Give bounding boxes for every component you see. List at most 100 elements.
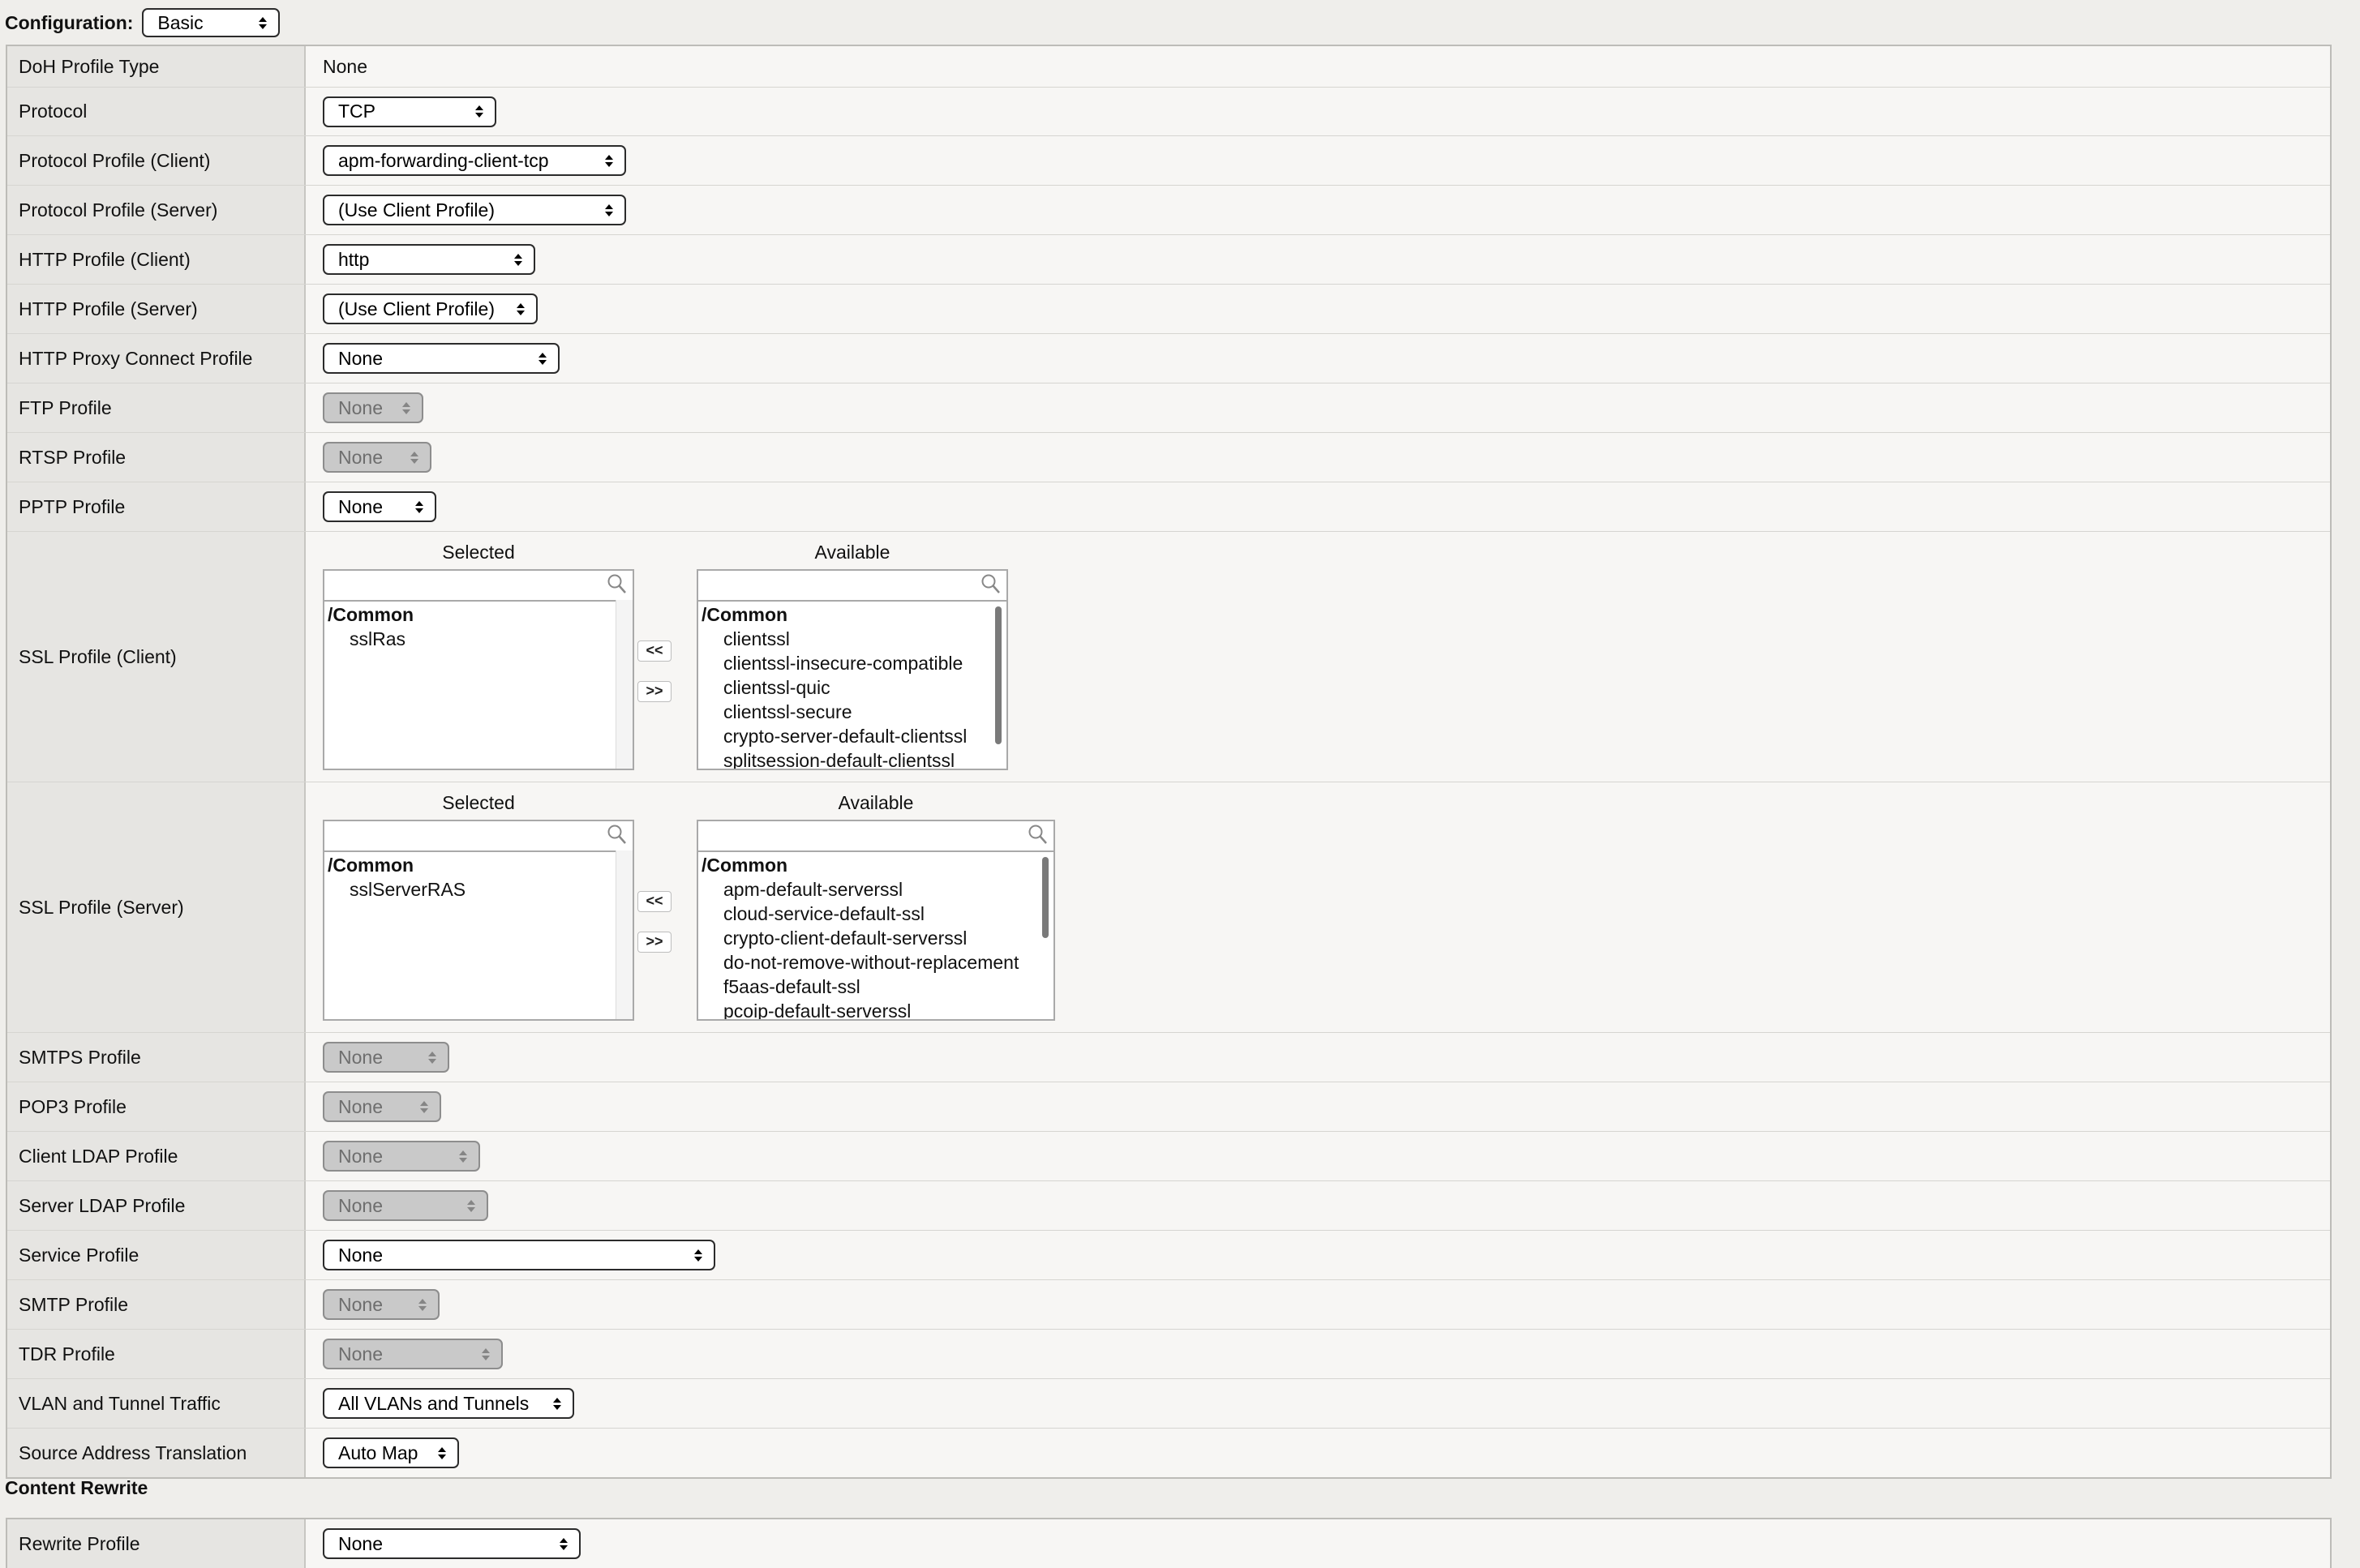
label-rewrite-profile: Rewrite Profile bbox=[7, 1519, 306, 1568]
list-item[interactable]: apm-default-serverssl bbox=[723, 879, 903, 900]
search-icon bbox=[1028, 825, 1047, 844]
label-http-profile-server: HTTP Profile (Server) bbox=[7, 285, 306, 333]
label-protocol-profile-server: Protocol Profile (Server) bbox=[7, 186, 306, 234]
content-rewrite-title: Content Rewrite bbox=[5, 1477, 148, 1498]
select-arrows-icon bbox=[467, 1199, 475, 1212]
ssl-server-selected-list: /Common sslServerRAS bbox=[324, 850, 633, 1019]
label-pop3-profile: POP3 Profile bbox=[7, 1082, 306, 1131]
ssl-server-available-title: Available bbox=[838, 792, 914, 813]
list-item[interactable]: sslRas bbox=[350, 628, 406, 649]
move-right-button[interactable]: >> bbox=[637, 932, 672, 953]
select-arrows-icon bbox=[259, 16, 268, 29]
ssl-client-available-search-input[interactable] bbox=[698, 571, 1006, 602]
row-client-ldap-profile: Client LDAP Profile None bbox=[7, 1132, 2330, 1181]
ssl-server-selected-title: Selected bbox=[442, 792, 515, 813]
vlan-tunnel-traffic-select[interactable]: All VLANs and Tunnels bbox=[323, 1388, 574, 1419]
source-address-translation-select[interactable]: Auto Map bbox=[323, 1437, 459, 1468]
row-ssl-profile-server: SSL Profile (Server) Selected /Common ss… bbox=[7, 782, 2330, 1033]
http-profile-server-select[interactable]: (Use Client Profile) bbox=[323, 293, 538, 324]
select-arrows-icon bbox=[482, 1347, 490, 1360]
rewrite-profile-select[interactable]: None bbox=[323, 1528, 581, 1559]
row-rewrite-profile: Rewrite Profile None bbox=[7, 1519, 2330, 1568]
list-group: /Common bbox=[328, 855, 414, 876]
scrollbar-thumb[interactable] bbox=[1042, 857, 1049, 938]
select-arrows-icon bbox=[438, 1446, 446, 1459]
list-group: /Common bbox=[702, 604, 788, 625]
select-arrows-icon bbox=[420, 1100, 428, 1113]
scrollbar-thumb[interactable] bbox=[995, 606, 1002, 744]
label-protocol: Protocol bbox=[7, 88, 306, 135]
move-right-button[interactable]: >> bbox=[637, 681, 672, 702]
smtp-profile-select: None bbox=[323, 1289, 440, 1320]
label-vlan-tunnel-traffic: VLAN and Tunnel Traffic bbox=[7, 1379, 306, 1428]
ftp-profile-select: None bbox=[323, 392, 423, 423]
label-protocol-profile-client: Protocol Profile (Client) bbox=[7, 136, 306, 185]
row-http-profile-server: HTTP Profile (Server) (Use Client Profil… bbox=[7, 285, 2330, 334]
protocol-profile-server-select[interactable]: (Use Client Profile) bbox=[323, 195, 626, 225]
ssl-server-selected-listbox[interactable]: /Common sslServerRAS bbox=[323, 820, 634, 1021]
value-doh-profile-type: None bbox=[323, 55, 367, 77]
pptp-profile-select[interactable]: None bbox=[323, 491, 436, 522]
select-arrows-icon bbox=[475, 105, 483, 118]
ssl-server-selected-search-input[interactable] bbox=[324, 821, 633, 852]
scrollbar[interactable] bbox=[616, 600, 633, 769]
list-item[interactable]: clientssl-secure bbox=[723, 701, 852, 722]
list-item[interactable]: clientssl-insecure-compatible bbox=[723, 653, 963, 674]
ssl-client-available-title: Available bbox=[814, 542, 890, 563]
list-item[interactable]: splitsession-default-clientssl bbox=[723, 750, 955, 769]
row-doh-profile-type: DoH Profile Type None bbox=[7, 46, 2330, 88]
pop3-profile-select: None bbox=[323, 1091, 441, 1122]
row-source-address-translation: Source Address Translation Auto Map bbox=[7, 1429, 2330, 1477]
service-profile-select[interactable]: None bbox=[323, 1240, 715, 1270]
scrollbar[interactable] bbox=[1037, 850, 1053, 1019]
row-server-ldap-profile: Server LDAP Profile None bbox=[7, 1181, 2330, 1231]
list-item[interactable]: clientssl bbox=[723, 628, 790, 649]
ssl-client-selected-search-input[interactable] bbox=[324, 571, 633, 602]
list-item[interactable]: do-not-remove-without-replacement bbox=[723, 952, 1019, 973]
scrollbar[interactable] bbox=[616, 850, 633, 1019]
select-arrows-icon bbox=[410, 451, 418, 464]
label-ssl-profile-client: SSL Profile (Client) bbox=[7, 532, 306, 782]
row-ftp-profile: FTP Profile None bbox=[7, 383, 2330, 433]
move-left-button[interactable]: << bbox=[637, 640, 672, 662]
list-item[interactable]: clientssl-quic bbox=[723, 677, 830, 698]
label-rtsp-profile: RTSP Profile bbox=[7, 433, 306, 482]
list-item[interactable]: pcoip-default-serverssl bbox=[723, 1000, 912, 1019]
ssl-client-selected-listbox[interactable]: /Common sslRas bbox=[323, 569, 634, 770]
http-proxy-connect-profile-select[interactable]: None bbox=[323, 343, 560, 374]
protocol-select[interactable]: TCP bbox=[323, 96, 496, 127]
list-group: /Common bbox=[702, 855, 788, 876]
select-arrows-icon bbox=[539, 352, 547, 365]
row-protocol: Protocol TCP bbox=[7, 88, 2330, 136]
move-left-button[interactable]: << bbox=[637, 891, 672, 912]
configuration-select[interactable]: Basic bbox=[142, 8, 281, 37]
search-icon bbox=[607, 825, 626, 844]
row-protocol-profile-server: Protocol Profile (Server) (Use Client Pr… bbox=[7, 186, 2330, 235]
protocol-profile-client-select[interactable]: apm-forwarding-client-tcp bbox=[323, 145, 626, 176]
list-item[interactable]: crypto-server-default-clientssl bbox=[723, 726, 968, 747]
select-arrows-icon bbox=[605, 154, 613, 167]
ssl-server-available-search-input[interactable] bbox=[698, 821, 1053, 852]
select-arrows-icon bbox=[514, 253, 522, 266]
row-smtps-profile: SMTPS Profile None bbox=[7, 1033, 2330, 1082]
ssl-server-available-listbox[interactable]: /Common apm-default-serverssl cloud-serv… bbox=[697, 820, 1055, 1021]
scrollbar[interactable] bbox=[990, 600, 1006, 769]
list-item[interactable]: f5aas-default-ssl bbox=[723, 976, 860, 997]
select-arrows-icon bbox=[517, 302, 525, 315]
list-item[interactable]: sslServerRAS bbox=[350, 879, 466, 900]
http-profile-client-select[interactable]: http bbox=[323, 244, 535, 275]
list-item[interactable]: crypto-client-default-serverssl bbox=[723, 928, 968, 949]
ssl-server-dual-list: Selected /Common sslServerRAS << >> Avai… bbox=[306, 782, 2330, 1032]
ssl-client-available-listbox[interactable]: /Common clientssl clientssl-insecure-com… bbox=[697, 569, 1008, 770]
label-ftp-profile: FTP Profile bbox=[7, 383, 306, 432]
label-ssl-profile-server: SSL Profile (Server) bbox=[7, 782, 306, 1032]
row-ssl-profile-client: SSL Profile (Client) Selected /Common ss… bbox=[7, 532, 2330, 782]
label-doh-profile-type: DoH Profile Type bbox=[7, 46, 306, 87]
list-item[interactable]: cloud-service-default-ssl bbox=[723, 903, 925, 924]
ssl-client-selected-title: Selected bbox=[442, 542, 515, 563]
select-arrows-icon bbox=[415, 500, 423, 513]
label-smtp-profile: SMTP Profile bbox=[7, 1280, 306, 1329]
smtps-profile-select: None bbox=[323, 1042, 449, 1073]
label-pptp-profile: PPTP Profile bbox=[7, 482, 306, 531]
select-arrows-icon bbox=[605, 203, 613, 216]
